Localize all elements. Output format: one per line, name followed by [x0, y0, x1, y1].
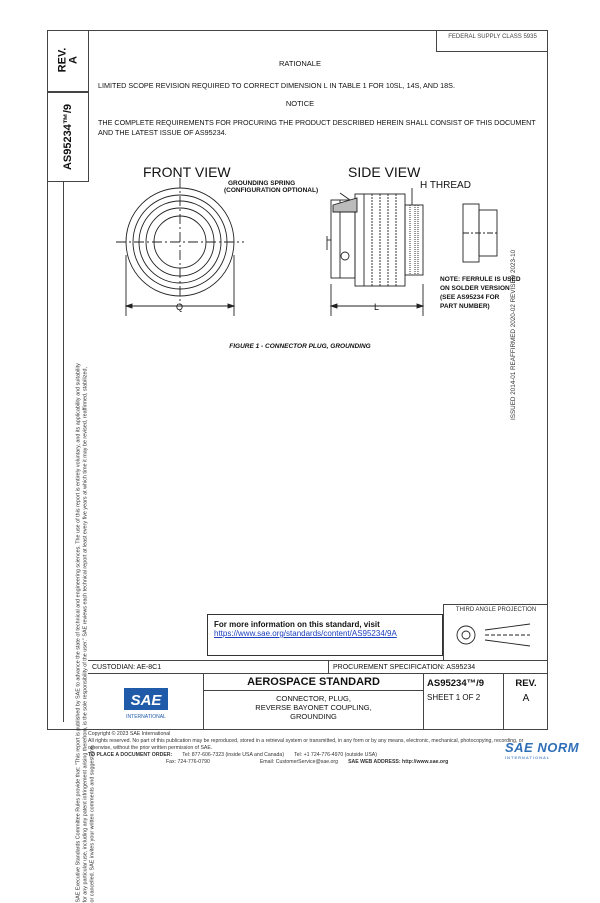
title-line-2: REVERSE BAYONET COUPLING,: [255, 703, 372, 712]
logo-text: SAE: [131, 692, 163, 709]
front-view-label: FRONT VIEW: [143, 164, 231, 180]
standard-cell: AEROSPACE STANDARD CONNECTOR, PLUG, REVE…: [204, 674, 424, 730]
web-address[interactable]: SAE WEB ADDRESS: http://www.sae.org: [348, 759, 449, 765]
footer-contact-row: TO PLACE A DOCUMENT ORDER: Tel: 877-606-…: [88, 752, 548, 759]
issue-dates: ISSUED 2014-01 REAFFIRMED 2020-02 REVISE…: [510, 249, 517, 420]
copyright: Copyright © 2023 SAE International: [88, 731, 171, 737]
rationale-heading: RATIONALE: [279, 59, 321, 68]
sheet-number: SHEET 1 OF 2: [427, 693, 481, 702]
connector-drawing: FRONT VIEW SIDE VIEW GROUNDING SPRING (C…: [116, 164, 531, 647]
title-block: CUSTODIAN: AE-8C1 PROCUREMENT SPECIFICAT…: [88, 660, 548, 730]
tel-intl: Tel: +1 724-776-4970 (outside USA): [294, 752, 377, 758]
custodian: CUSTODIAN: AE-8C1: [88, 660, 328, 674]
info-title: For more information on this standard, v…: [214, 620, 380, 629]
tel-usa: Tel: 877-606-7323 (inside USA and Canada…: [182, 752, 285, 758]
notice-text: THE COMPLETE REQUIREMENTS FOR PROCURING …: [98, 118, 536, 137]
third-angle-label: THIRD ANGLE PROJECTION: [455, 607, 537, 613]
config-optional-label: (CONFIGURATION OPTIONAL): [224, 187, 318, 194]
notice-heading: NOTICE: [285, 99, 315, 108]
logo-sub: INTERNATIONAL: [126, 714, 166, 720]
document-title: CONNECTOR, PLUG, REVERSE BAYONET COUPLIN…: [204, 691, 423, 721]
note-line-4: PART NUMBER): [440, 303, 490, 310]
rights-text: All rights reserved. No part of this pub…: [88, 738, 524, 751]
order-label: TO PLACE A DOCUMENT ORDER:: [88, 752, 173, 758]
doc-number-block: AS95234™/9 SHEET 1 OF 2: [424, 674, 504, 730]
watermark-logo: SAE NORM INTERNATIONAL: [505, 740, 579, 760]
figure-caption: FIGURE 1 - CONNECTOR PLUG, GROUNDING: [229, 343, 371, 350]
note-line-2: ON SOLDER VERSION: [440, 285, 510, 292]
info-box: For more information on this standard, v…: [207, 614, 443, 656]
bottom-rev-value: A: [522, 693, 530, 704]
page-frame: [47, 30, 548, 730]
doc-number-cell: [47, 92, 89, 182]
note-line-1: NOTE: FERRULE IS USED: [440, 276, 521, 283]
note-line-3: (SEE AS95234 FOR: [440, 294, 500, 301]
info-link[interactable]: https://www.sae.org/standards/content/AS…: [214, 629, 397, 638]
title-line-3: GROUNDING: [290, 712, 337, 721]
watermark-sub: INTERNATIONAL: [505, 755, 551, 760]
aerospace-standard: AEROSPACE STANDARD: [204, 674, 423, 691]
grounding-spring-label: GROUNDING SPRING: [228, 180, 295, 187]
footer-contact-row-2: Fax: 724-776-0790 Email: CustomerService…: [88, 759, 548, 766]
bottom-rev-block: REV. A: [504, 674, 548, 730]
footer: Copyright © 2023 SAE International All r…: [88, 731, 548, 766]
watermark-text: SAE NORM: [505, 740, 580, 755]
sae-logo-icon: SAE INTERNATIONAL: [124, 688, 168, 720]
title-line-1: CONNECTOR, PLUG,: [276, 694, 351, 703]
bottom-rev-label: REV.: [515, 678, 537, 689]
dimension-l: L: [374, 302, 379, 312]
bottom-doc-number: AS95234™/9: [427, 678, 485, 689]
sae-logo: SAE INTERNATIONAL: [88, 674, 204, 730]
h-thread-label: H THREAD: [420, 180, 471, 191]
email[interactable]: Email: CustomerService@sae.org: [259, 759, 339, 765]
fax: Fax: 724-776-0790: [166, 759, 210, 765]
rationale-text: LIMITED SCOPE REVISION REQUIRED TO CORRE…: [98, 81, 455, 90]
sidebar: SAE Executive Standards Committee Rules …: [63, 182, 96, 903]
procurement-spec: PROCUREMENT SPECIFICATION: AS95234: [328, 660, 548, 674]
dimension-q: Q: [176, 302, 183, 312]
side-view-label: SIDE VIEW: [348, 164, 421, 180]
third-angle-projection: THIRD ANGLE PROJECTION: [443, 604, 548, 660]
rev-cell: [47, 30, 89, 92]
supply-class-box: FEDERAL SUPPLY CLASS 5935: [436, 30, 548, 52]
